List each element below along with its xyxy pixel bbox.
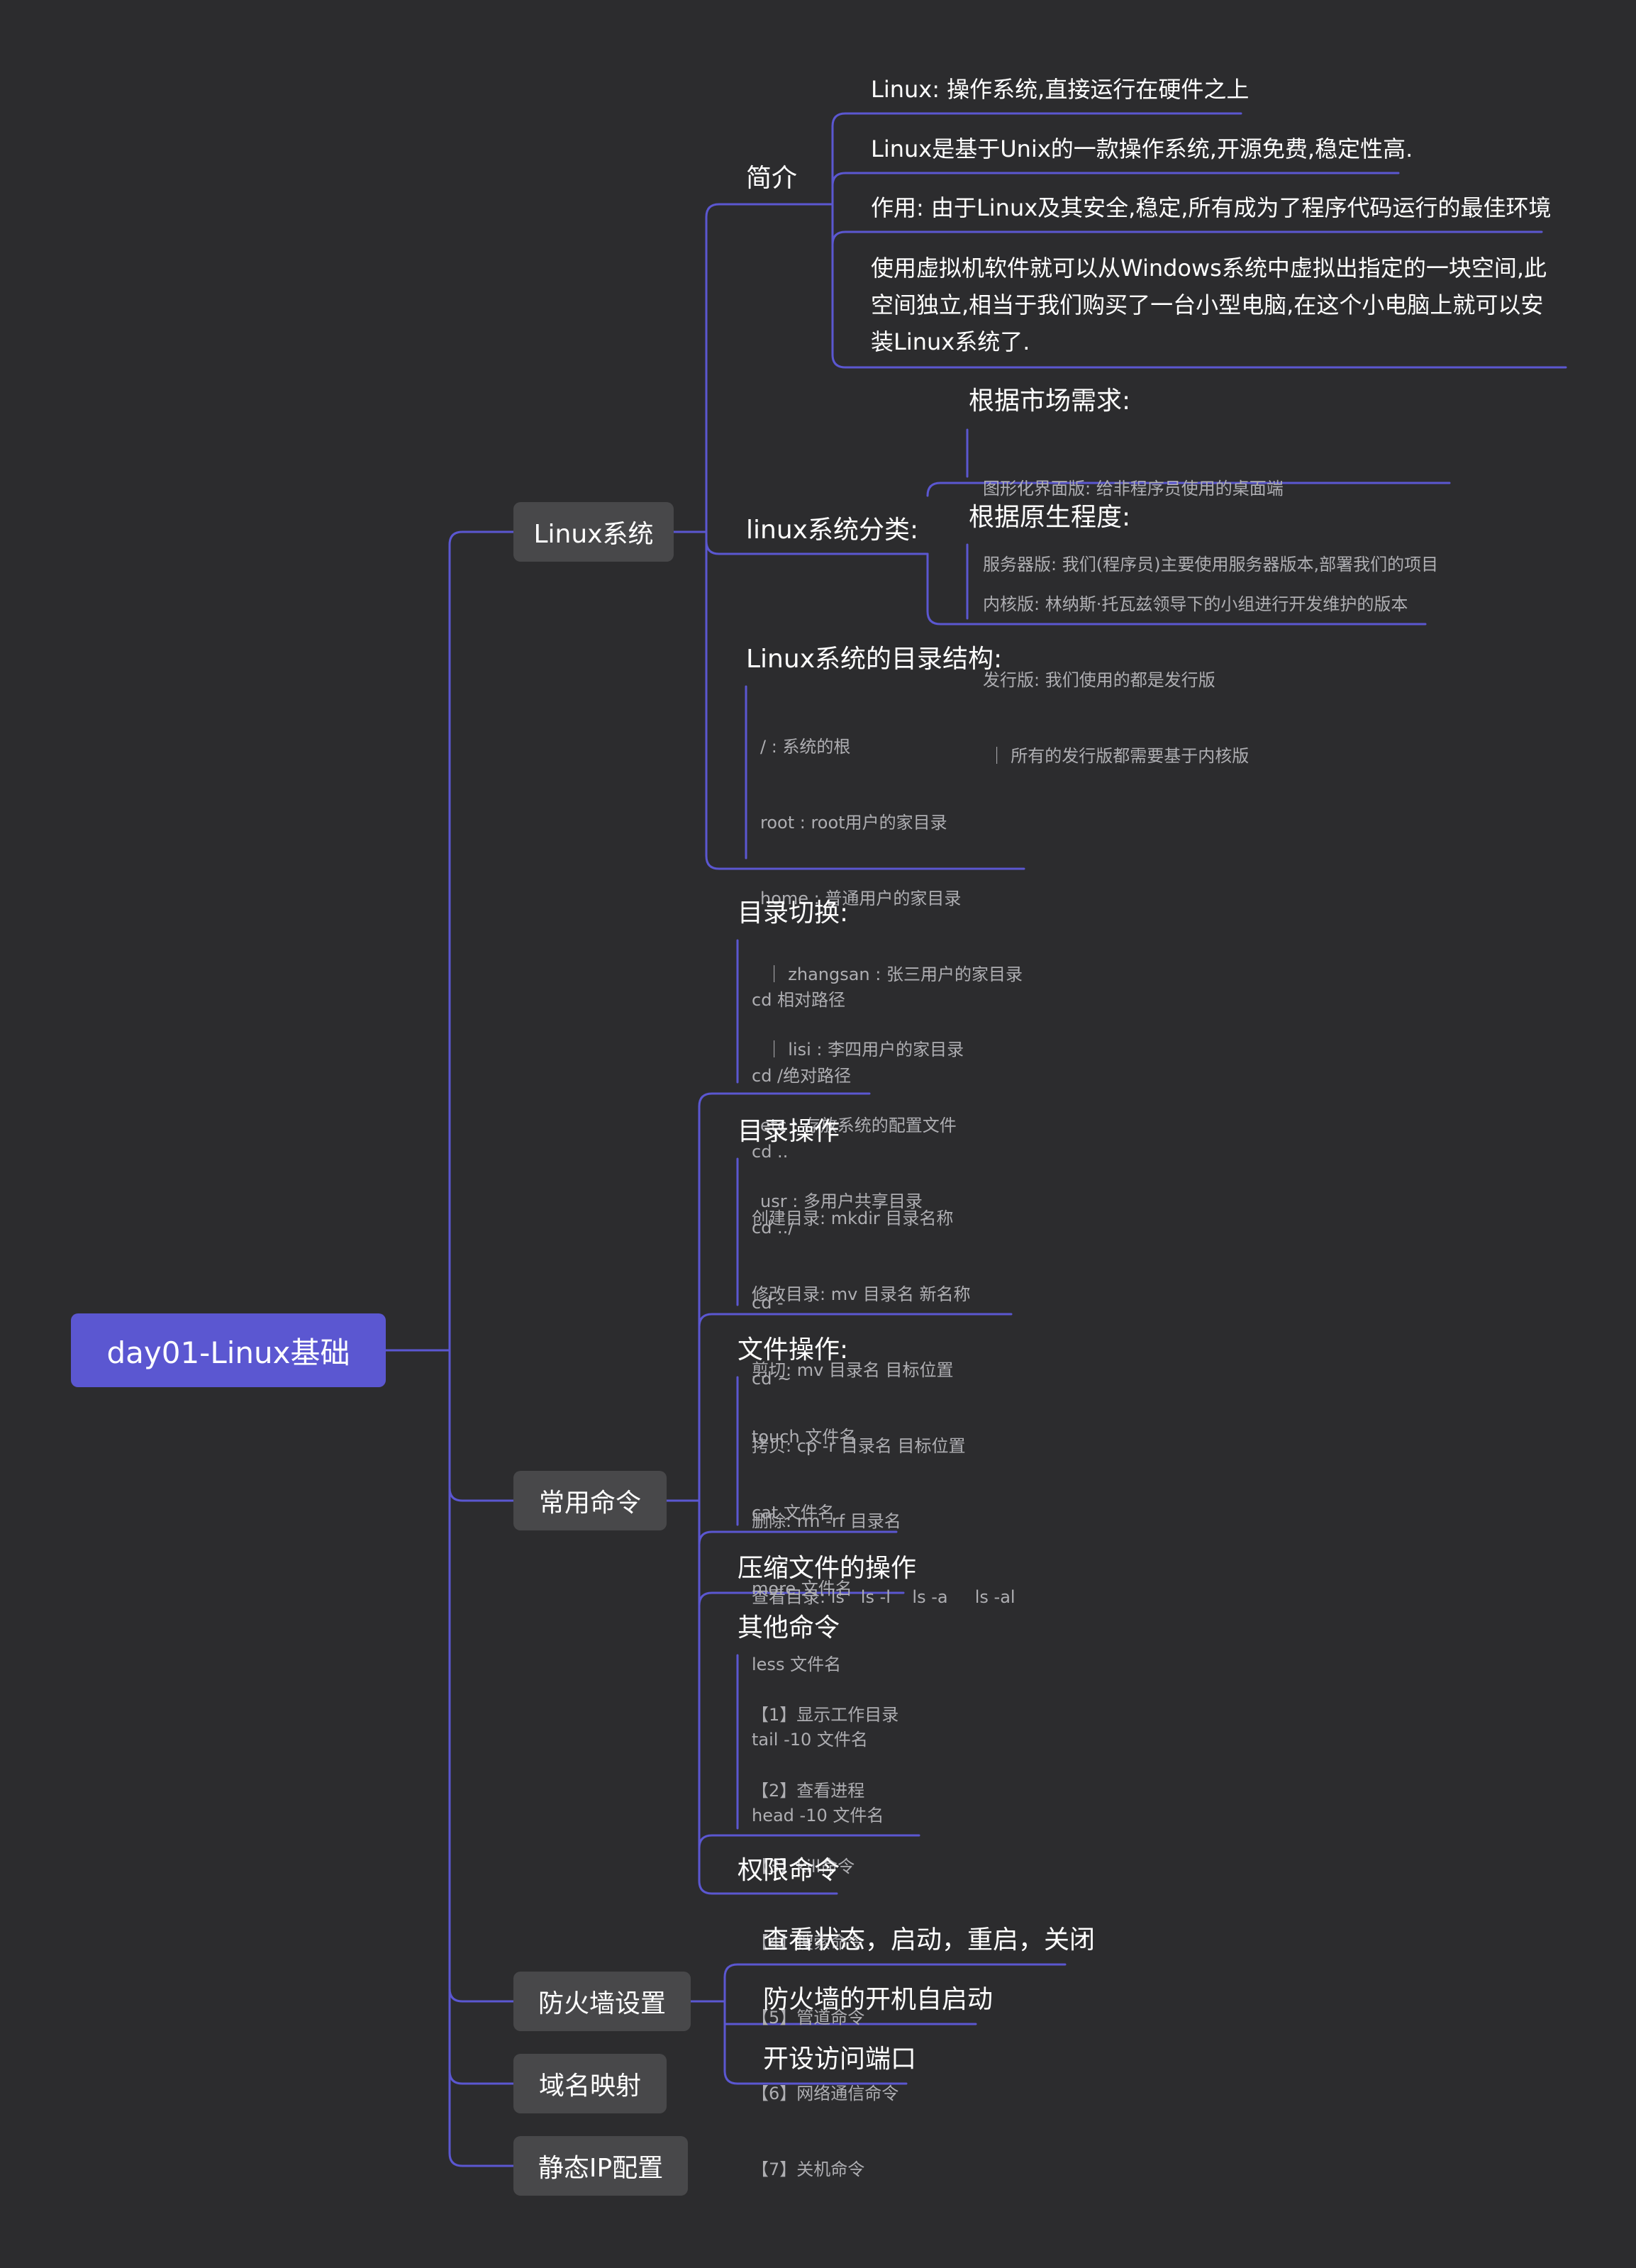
- node-directory-structure[interactable]: Linux系统的目录结构:: [746, 645, 1003, 674]
- note-line: cd 相对路径: [752, 990, 846, 1011]
- note-by-market: 图形化界面版: 给非程序员使用的桌面端 服务器版: 我们(程序员)主要使用服务器…: [983, 426, 1438, 603]
- note-line: 服务器版: 我们(程序员)主要使用服务器版本,部署我们的项目: [983, 554, 1439, 574]
- node-intro-item[interactable]: Linux是基于Unix的一款操作系统,开源免费,稳定性高.: [871, 135, 1413, 162]
- note-line: ｜ lisi : 李四用户的家目录: [760, 1040, 964, 1060]
- node-by-origin[interactable]: 根据原生程度:: [969, 503, 1131, 532]
- node-dns-mapping[interactable]: 域名映射: [513, 2054, 667, 2113]
- note-directory-structure: / : 系统的根 root : root用户的家目录 home : 普通用户的家…: [760, 684, 1023, 1240]
- note-line: 【1】显示工作目录: [752, 1705, 899, 1725]
- note-line: 【3】kill命令: [752, 1856, 855, 1877]
- note-line: 发行版: 我们使用的都是发行版: [983, 669, 1215, 690]
- note-line: 剪切: mv 目录名 目标位置: [752, 1360, 954, 1380]
- note-line: home : 普通用户的家目录: [760, 888, 962, 908]
- note-line: usr : 多用户共享目录: [760, 1191, 923, 1211]
- note-line: head -10 文件名: [752, 1806, 884, 1826]
- node-common-commands[interactable]: 常用命令: [513, 1471, 667, 1530]
- note-line: cd -: [752, 1293, 784, 1313]
- note-dir-ops: 创建目录: mkdir 目录名称 修改目录: mv 目录名 新名称 剪切: mv…: [752, 1156, 1015, 1635]
- note-line: tail -10 文件名: [752, 1730, 868, 1750]
- node-dir-switch[interactable]: 目录切换:: [738, 899, 849, 928]
- node-intro[interactable]: 简介: [746, 164, 798, 193]
- note-line: more 文件名: [752, 1578, 852, 1599]
- root-node[interactable]: day01-Linux基础: [71, 1313, 386, 1387]
- note-line: 【2】查看进程: [752, 1780, 865, 1801]
- node-permission-commands[interactable]: 权限命令: [738, 1856, 840, 1885]
- note-line: cd ../: [752, 1217, 794, 1238]
- note-line: 【4】搜索命令: [752, 1932, 865, 1952]
- note-line: 查看目录: ls ls -l ls -a ls -al: [752, 1587, 1015, 1608]
- note-by-origin: 内核版: 林纳斯·托瓦兹领导下的小组进行开发维护的版本 发行版: 我们使用的都是…: [983, 542, 1408, 794]
- note-line: 修改目录: mv 目录名 新名称: [752, 1284, 971, 1304]
- note-line: touch 文件名: [752, 1427, 857, 1447]
- note-line: cd ..: [752, 1141, 789, 1162]
- note-file-ops: touch 文件名 cat 文件名 more 文件名 less 文件名 tail…: [752, 1374, 884, 1854]
- note-line: 删除: rm -rf 目录名: [752, 1511, 901, 1532]
- note-line: 创建目录: mkdir 目录名称: [752, 1208, 954, 1229]
- note-line: 拷贝: cp -r 目录名 目标位置: [752, 1435, 966, 1456]
- node-intro-item[interactable]: 使用虚拟机软件就可以从Windows系统中虚拟出指定的一块空间,此空间独立,相当…: [871, 255, 1547, 355]
- node-linux-system[interactable]: Linux系统: [513, 502, 674, 562]
- note-line: 【7】关机命令: [752, 2159, 865, 2179]
- note-line: / : 系统的根: [760, 737, 851, 757]
- note-line: 【5】管道命令: [752, 2008, 865, 2028]
- node-firewall-autostart[interactable]: 防火墙的开机自启动: [763, 1985, 994, 2014]
- note-line: cd /绝对路径: [752, 1065, 852, 1086]
- node-static-ip[interactable]: 静态IP配置: [513, 2136, 688, 2196]
- note-other-commands: 【1】显示工作目录 【2】查看进程 【3】kill命令 【4】搜索命令 【5】管…: [752, 1652, 898, 2208]
- node-firewall[interactable]: 防火墙设置: [513, 1972, 691, 2031]
- node-by-market[interactable]: 根据市场需求:: [969, 387, 1131, 416]
- note-line: cat 文件名: [752, 1502, 835, 1523]
- node-intro-item[interactable]: Linux: 操作系统,直接运行在硬件之上: [871, 76, 1250, 103]
- node-other-commands[interactable]: 其他命令: [738, 1613, 840, 1642]
- node-classification[interactable]: linux系统分类:: [746, 516, 919, 545]
- note-line: 内核版: 林纳斯·托瓦兹领导下的小组进行开发维护的版本: [983, 594, 1408, 615]
- node-dir-ops[interactable]: 目录操作: [738, 1117, 840, 1146]
- node-firewall-status[interactable]: 查看状态，启动，重启，关闭: [763, 1925, 1096, 1955]
- note-line: etc : 存放系统的配置文件: [760, 1116, 957, 1136]
- node-compression[interactable]: 压缩文件的操作: [738, 1554, 917, 1583]
- note-dir-switch: cd 相对路径 cd /绝对路径 cd .. cd ../ cd - cd ~: [752, 938, 851, 1417]
- note-line: less 文件名: [752, 1654, 842, 1674]
- node-firewall-open-port[interactable]: 开设访问端口: [763, 2045, 917, 2074]
- node-intro-item[interactable]: 作用: 由于Linux及其安全,稳定,所有成为了程序代码运行的最佳环境: [871, 194, 1552, 221]
- note-line: ｜ zhangsan : 张三用户的家目录: [760, 964, 1023, 984]
- note-line: 图形化界面版: 给非程序员使用的桌面端: [983, 479, 1284, 499]
- note-line: cd ~: [752, 1369, 792, 1389]
- note-line: ｜ 所有的发行版都需要基于内核版: [983, 745, 1250, 766]
- note-line: 【6】网络通信命令: [752, 2084, 899, 2104]
- node-file-ops[interactable]: 文件操作:: [738, 1335, 849, 1364]
- note-line: root : root用户的家目录: [760, 812, 947, 833]
